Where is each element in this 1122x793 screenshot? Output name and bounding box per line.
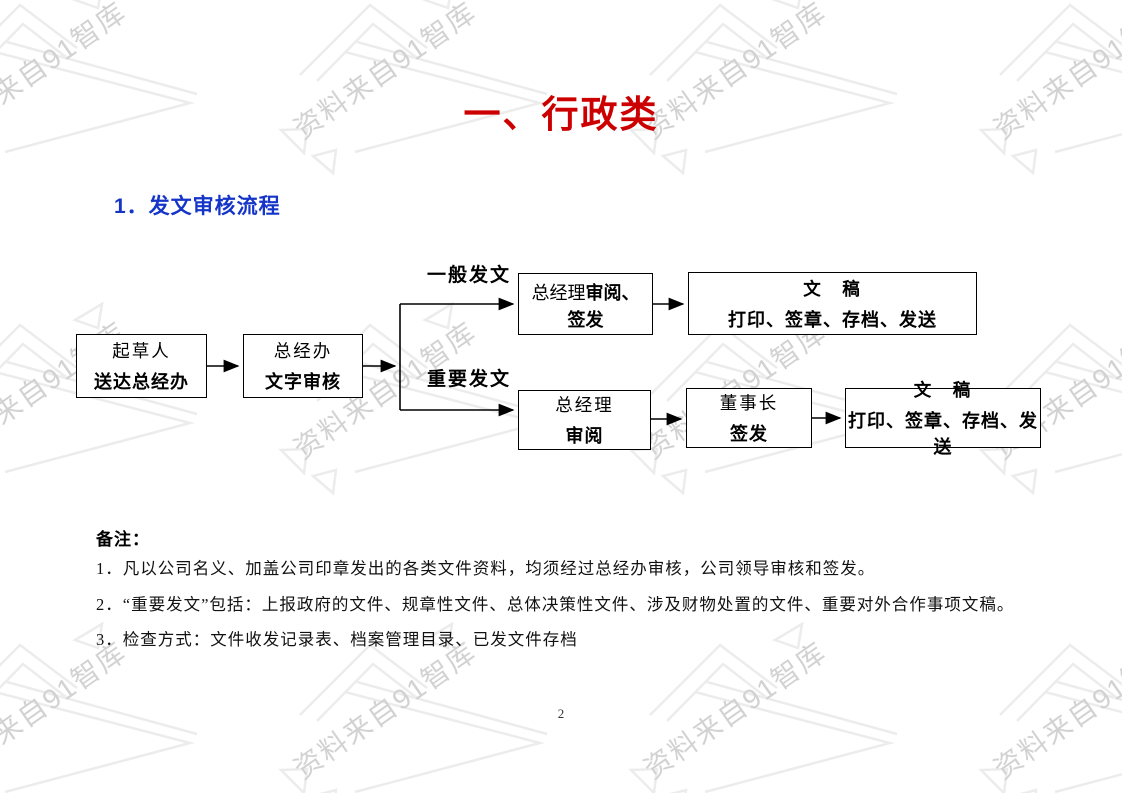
- flow-box-draft-general: 文 稿 打印、签章、存档、发送: [688, 272, 977, 335]
- flow-box-chairman-sign-line1: 董事长: [719, 393, 779, 413]
- flow-box-draft-general-line2: 打印、签章、存档、发送: [728, 309, 937, 330]
- flow-box-chairman-sign-line2: 签发: [730, 424, 768, 444]
- flow-box-gm-office: 总经办 文字审核: [243, 334, 363, 398]
- flow-box-gm-review-line2: 审阅: [565, 426, 604, 446]
- flow-box-gm-review-line1: 总经理: [555, 395, 614, 415]
- page-number: 2: [557, 706, 565, 721]
- flow-box-draft-important: 文 稿 打印、签章、存档、发送: [845, 380, 1041, 457]
- section-heading: 1．发文审核流程: [114, 195, 281, 218]
- flow-box-draft-important-line1: 文 稿: [913, 380, 973, 400]
- note-item-2: 2．“重要发文”包括：上报政府的文件、规章性文件、总体决策性文件、涉及财物处置的…: [96, 595, 1015, 614]
- flow-box-chairman-sign: 董事长 签发: [686, 388, 812, 448]
- flow-box-gm-review-sign: 总经理审阅、签发: [518, 273, 653, 335]
- flow-box-draft-general-line1: 文 稿: [803, 278, 862, 299]
- flow-box-drafter: 起草人 送达总经办: [76, 334, 207, 398]
- flow-box-draft-important-line2: 打印、签章、存档、发送: [848, 411, 1038, 457]
- flow-box-drafter-line2: 送达总经办: [94, 372, 189, 392]
- flow-box-gm-office-line1: 总经办: [273, 341, 333, 361]
- notes-heading: 备注：: [96, 530, 150, 549]
- note-item-1: 1．凡以公司名义、加盖公司印章发出的各类文件资料，均须经过总经办审核，公司领导审…: [96, 559, 876, 578]
- flow-box-gm-review: 总经理 审阅: [518, 390, 651, 450]
- flow-box-gm-review-sign-prefix: 总经理: [531, 283, 586, 303]
- branch-label-important: 重要发文: [427, 369, 512, 390]
- branch-label-general: 一般发文: [427, 265, 512, 286]
- note-item-3: 3．检查方式：文件收发记录表、档案管理目录、已发文件存档: [96, 630, 578, 649]
- flow-box-gm-review-sign-bold: 审阅、签发: [567, 283, 640, 330]
- flow-box-drafter-line1: 起草人: [112, 341, 171, 361]
- flow-box-gm-office-line2: 文字审核: [265, 372, 341, 392]
